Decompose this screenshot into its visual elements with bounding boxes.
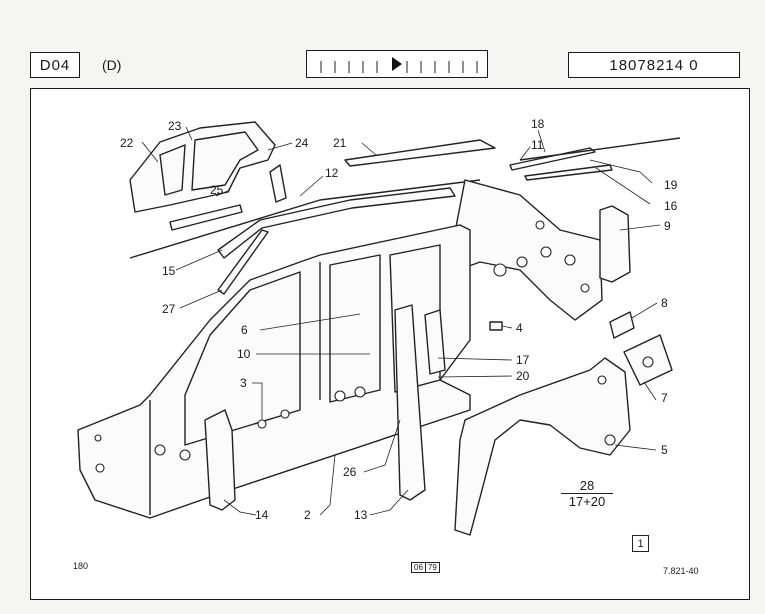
callout-5: 5 [661, 443, 668, 457]
callout-4: 4 [516, 321, 523, 335]
callout-20: 20 [516, 369, 530, 383]
part-19-strip [519, 137, 681, 161]
part-4-plug [489, 321, 503, 331]
callout-10: 10 [237, 347, 251, 361]
callout-17: 17 [516, 353, 530, 367]
sheet-number: 1 [632, 535, 649, 552]
part-12-roof-rail [217, 187, 456, 259]
callout-3: 3 [240, 376, 247, 390]
issue-date: 06 79 [411, 562, 440, 573]
position-ruler [306, 50, 488, 78]
callout-8: 8 [661, 296, 668, 310]
callout-24: 24 [295, 136, 309, 150]
ruler-ticks [320, 57, 478, 73]
callout-6: 6 [241, 323, 248, 337]
part-8-bracket [609, 311, 635, 339]
part-9-rear-panel [599, 205, 631, 283]
callout-22: 22 [120, 136, 134, 150]
part-number: 18078214 0 [568, 52, 740, 78]
section-code-text: D04 [39, 56, 71, 74]
callout-21: 21 [333, 136, 347, 150]
drawing-reference: 7.821-40 [663, 566, 699, 576]
callout-2: 2 [304, 508, 311, 522]
callout-25: 25 [210, 183, 224, 197]
callout-26: 26 [343, 465, 357, 479]
issue-month: 06 [414, 563, 423, 572]
page-number: 180 [73, 561, 89, 571]
leader-lines [141, 126, 661, 516]
fraction-numerator: 28 [561, 478, 613, 494]
callout-23: 23 [168, 119, 182, 133]
callout-27: 27 [162, 302, 176, 316]
part-27-a-pillar [217, 229, 269, 295]
part-21-roof-trim [344, 139, 496, 167]
callout-14: 14 [255, 508, 269, 522]
grouping-fraction: 28 17+20 [561, 478, 613, 509]
part-number-text: 18078214 0 [609, 56, 699, 74]
callout-16: 16 [664, 199, 678, 213]
callout-15: 15 [162, 264, 176, 278]
callout-9: 9 [664, 219, 671, 233]
callout-12: 12 [325, 166, 339, 180]
part-22-25-quarter-window-frame [129, 121, 287, 231]
part-15-drip [129, 179, 481, 259]
main-side-frame [77, 224, 471, 519]
issue-year: 79 [424, 563, 437, 572]
callout-7: 7 [661, 391, 668, 405]
callout-13: 13 [354, 508, 368, 522]
part-16-strip [524, 164, 613, 181]
part-5-rear-wheel-arch [454, 357, 631, 536]
variant-label: (D) [102, 57, 122, 73]
callout-11: 11 [531, 138, 544, 152]
section-code: D04 [30, 52, 80, 78]
fraction-denominator: 17+20 [568, 494, 606, 509]
callout-19: 19 [664, 178, 678, 192]
callout-18: 18 [531, 117, 545, 131]
ruler-marker-icon [392, 57, 402, 71]
